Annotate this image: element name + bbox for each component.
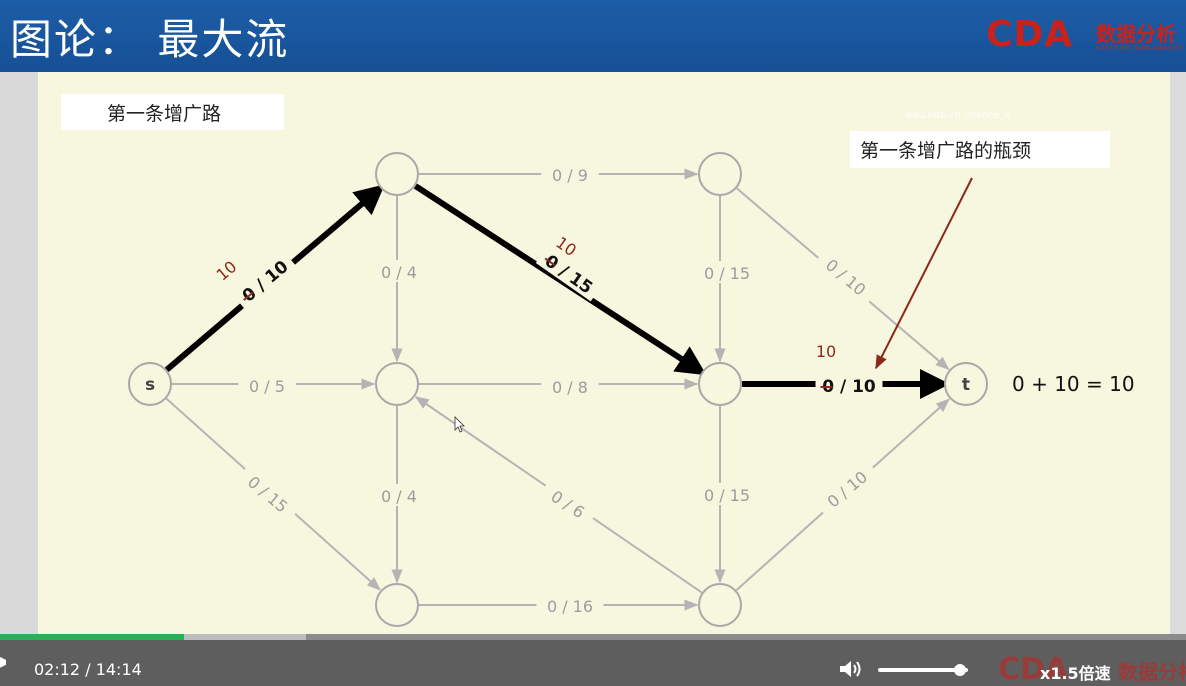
graph-node-t: [944, 362, 988, 406]
time-separator: /: [85, 660, 91, 679]
volume-icon[interactable]: [838, 658, 862, 680]
flow-total-text: 0 + 10 = 10: [1012, 372, 1135, 396]
new-flow-label: 10: [213, 257, 241, 285]
edge-label-background: [541, 375, 599, 397]
duration: 14:14: [95, 660, 142, 679]
graph-node-c: [375, 362, 419, 406]
video-progress-track[interactable]: [0, 634, 1186, 640]
bottleneck-label: 第一条增广路的瓶颈: [850, 131, 1110, 168]
edge-label-background: [815, 374, 883, 396]
play-icon[interactable]: ▶: [0, 654, 6, 670]
playback-speed-button[interactable]: x1.5倍速: [1040, 664, 1111, 683]
edge-capacity-label: 0 / 4: [381, 263, 417, 282]
edge-capacity-label: 0 / 15: [704, 486, 750, 505]
video-right-margin: [1170, 72, 1186, 634]
bottleneck-pointer-arrow: [875, 177, 973, 370]
footer-logo-text: 数据分析: [1118, 660, 1186, 684]
current-time: 02:12: [34, 660, 81, 679]
edge-label-background: [538, 478, 599, 529]
edge-capacity-label: 0 / 5: [249, 377, 285, 396]
cda-logo: CDA 数据分析 CERTIFIED DATA ANALYST: [986, 14, 1186, 58]
edge-label-background: [693, 261, 761, 283]
edge-capacity-label: 0 / 10: [822, 377, 876, 397]
edge-label-background: [370, 260, 428, 282]
node-label: s: [145, 375, 155, 395]
edge-capacity-label: 0 / 8: [552, 378, 588, 397]
graph-node-s: [128, 362, 172, 406]
slide-title: 图论： 最大流: [10, 15, 290, 64]
logo-text: 数据分析: [1096, 22, 1176, 46]
mouse-cursor-icon: [454, 416, 465, 433]
time-display: 02:12 / 14:14: [34, 660, 142, 679]
graph-node-e: [375, 583, 419, 627]
player-controls-bar: [0, 640, 1186, 686]
video-progress-fill: [0, 634, 184, 640]
edge-label-background: [541, 163, 599, 185]
video-left-margin: [0, 72, 38, 634]
slide-header: 图论： 最大流 CDA 数据分析 CERTIFIED DATA ANALYST: [0, 0, 1186, 72]
edge-label-background: [238, 374, 296, 396]
edge-a-d: [413, 183, 707, 376]
edge-label-background: [370, 484, 428, 506]
volume-slider[interactable]: [878, 668, 968, 672]
new-flow-label: 10: [816, 342, 836, 361]
edge-capacity-label: 0 / 16: [547, 597, 593, 616]
graph-node-a: [375, 152, 419, 196]
edge-label-background: [235, 463, 302, 524]
edge-capacity-label: 0 / 9: [552, 166, 588, 185]
edge-label-background: [693, 483, 761, 505]
logo-subtitle: CERTIFIED DATA ANALYST: [1096, 45, 1184, 52]
step-label: 第一条增广路: [61, 94, 284, 130]
edge-label-background: [231, 250, 298, 311]
volume-slider-handle[interactable]: [953, 664, 966, 676]
flow-strikethrough: [243, 291, 254, 301]
edge-label-background: [535, 244, 604, 302]
footer-cda-logo: CDA 数据分析: [998, 654, 1186, 686]
watermark: edu.cda.cn chance_li: [906, 110, 1011, 121]
graph-node-d: [698, 362, 742, 406]
edge-capacity-label: 0 / 4: [381, 487, 417, 506]
edge-label-background: [813, 246, 880, 307]
graph-node-b: [698, 152, 742, 196]
edge-label-background: [813, 458, 880, 519]
edge-capacity-label: 0 / 15: [704, 264, 750, 283]
flow-strikethrough: [544, 257, 556, 267]
footer-logo-mark: CDA: [998, 654, 1069, 686]
node-label: t: [962, 375, 970, 395]
edge-label-background: [536, 594, 604, 616]
graph-node-f: [698, 583, 742, 627]
logo-mark: CDA: [986, 14, 1074, 55]
